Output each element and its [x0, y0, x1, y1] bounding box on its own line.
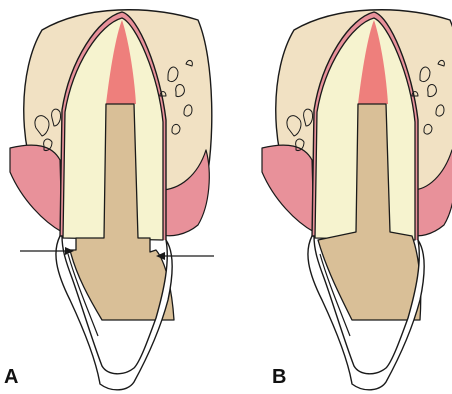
panel-label-b: B: [272, 366, 286, 389]
gingiva-b: [262, 145, 314, 232]
panel-label-a: A: [4, 366, 18, 389]
panel-a-illustration: [10, 10, 214, 390]
panel-b-illustration: [262, 10, 452, 390]
gingiva-a: [10, 145, 62, 232]
